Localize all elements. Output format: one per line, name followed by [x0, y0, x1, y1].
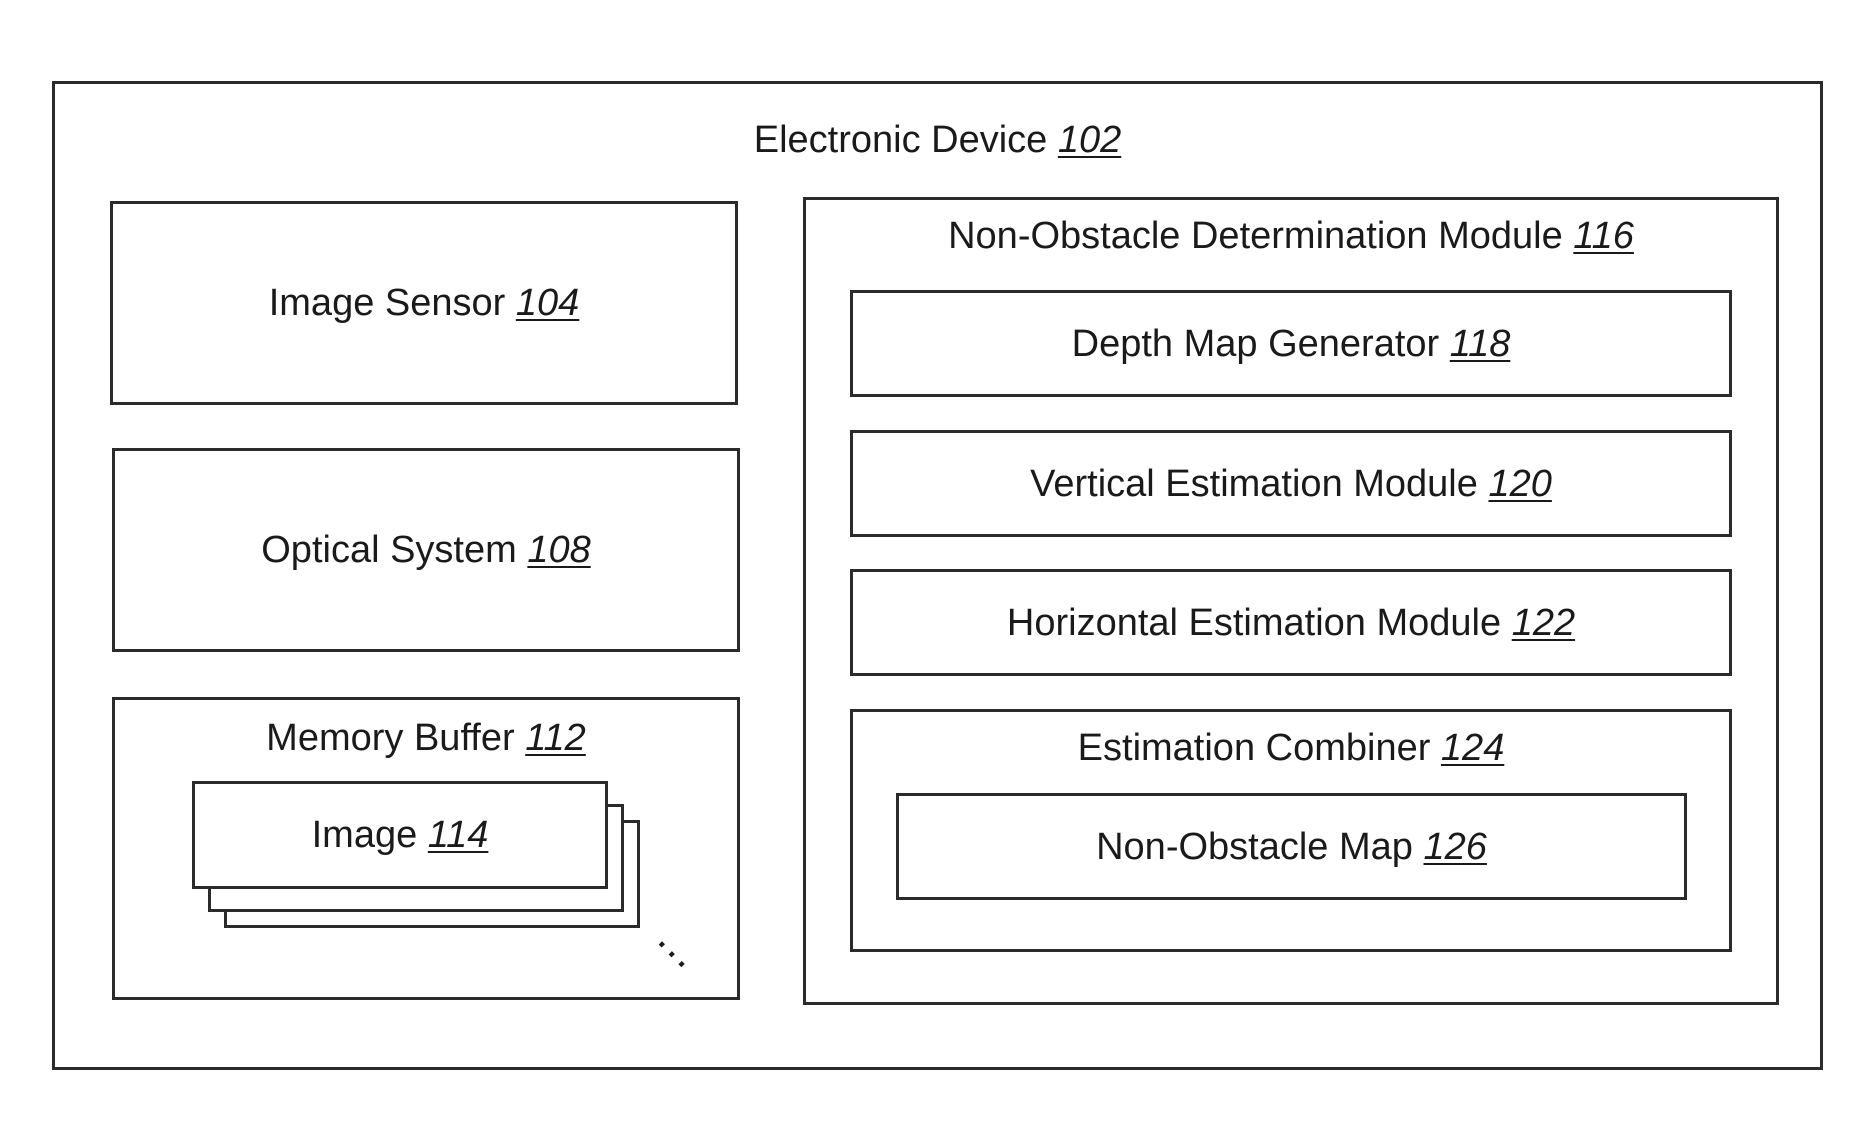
depth-map-generator-label: Depth Map Generator [1072, 323, 1440, 365]
memory-buffer-title: Memory Buffer 112 [115, 716, 737, 760]
non-obstacle-module-label: Non-Obstacle Determination Module [948, 215, 1563, 257]
optical-system-box: Optical System 108 [112, 448, 740, 652]
horizontal-estimation-box: Horizontal Estimation Module 122 [850, 569, 1732, 676]
image-ref: 114 [428, 814, 489, 856]
estimation-combiner-label: Estimation Combiner [1078, 727, 1431, 769]
non-obstacle-map-box: Non-Obstacle Map 126 [896, 793, 1687, 900]
image-sensor-box: Image Sensor 104 [110, 201, 738, 405]
estimation-combiner-ref: 124 [1441, 727, 1504, 769]
non-obstacle-module-ref: 116 [1573, 215, 1634, 257]
vertical-estimation-label: Vertical Estimation Module [1030, 463, 1478, 505]
depth-map-generator-title: Depth Map Generator 118 [853, 322, 1729, 366]
non-obstacle-map-title: Non-Obstacle Map 126 [899, 825, 1684, 869]
optical-system-label: Optical System [261, 529, 517, 571]
electronic-device-title: Electronic Device 102 [55, 118, 1820, 162]
non-obstacle-map-label: Non-Obstacle Map [1096, 826, 1413, 868]
image-title: Image 114 [195, 813, 605, 857]
vertical-estimation-box: Vertical Estimation Module 120 [850, 430, 1732, 537]
non-obstacle-module-title: Non-Obstacle Determination Module 116 [806, 214, 1776, 258]
electronic-device-ref: 102 [1058, 119, 1121, 161]
non-obstacle-map-ref: 126 [1423, 826, 1486, 868]
vertical-estimation-ref: 120 [1488, 463, 1551, 505]
optical-system-ref: 108 [527, 529, 590, 571]
image-sensor-title: Image Sensor 104 [113, 281, 735, 325]
estimation-combiner-title: Estimation Combiner 124 [853, 726, 1729, 770]
image-label: Image [312, 814, 418, 856]
horizontal-estimation-label: Horizontal Estimation Module [1007, 602, 1501, 644]
optical-system-title: Optical System 108 [115, 528, 737, 572]
memory-buffer-ref: 112 [525, 717, 586, 759]
memory-buffer-label: Memory Buffer [266, 717, 514, 759]
image-sensor-ref: 104 [516, 282, 579, 324]
vertical-estimation-title: Vertical Estimation Module 120 [853, 462, 1729, 506]
depth-map-generator-box: Depth Map Generator 118 [850, 290, 1732, 397]
image-box: Image 114 [192, 781, 608, 889]
image-sensor-label: Image Sensor [269, 282, 506, 324]
electronic-device-label: Electronic Device [754, 119, 1048, 161]
depth-map-generator-ref: 118 [1450, 323, 1511, 365]
horizontal-estimation-title: Horizontal Estimation Module 122 [853, 601, 1729, 645]
horizontal-estimation-ref: 122 [1512, 602, 1575, 644]
